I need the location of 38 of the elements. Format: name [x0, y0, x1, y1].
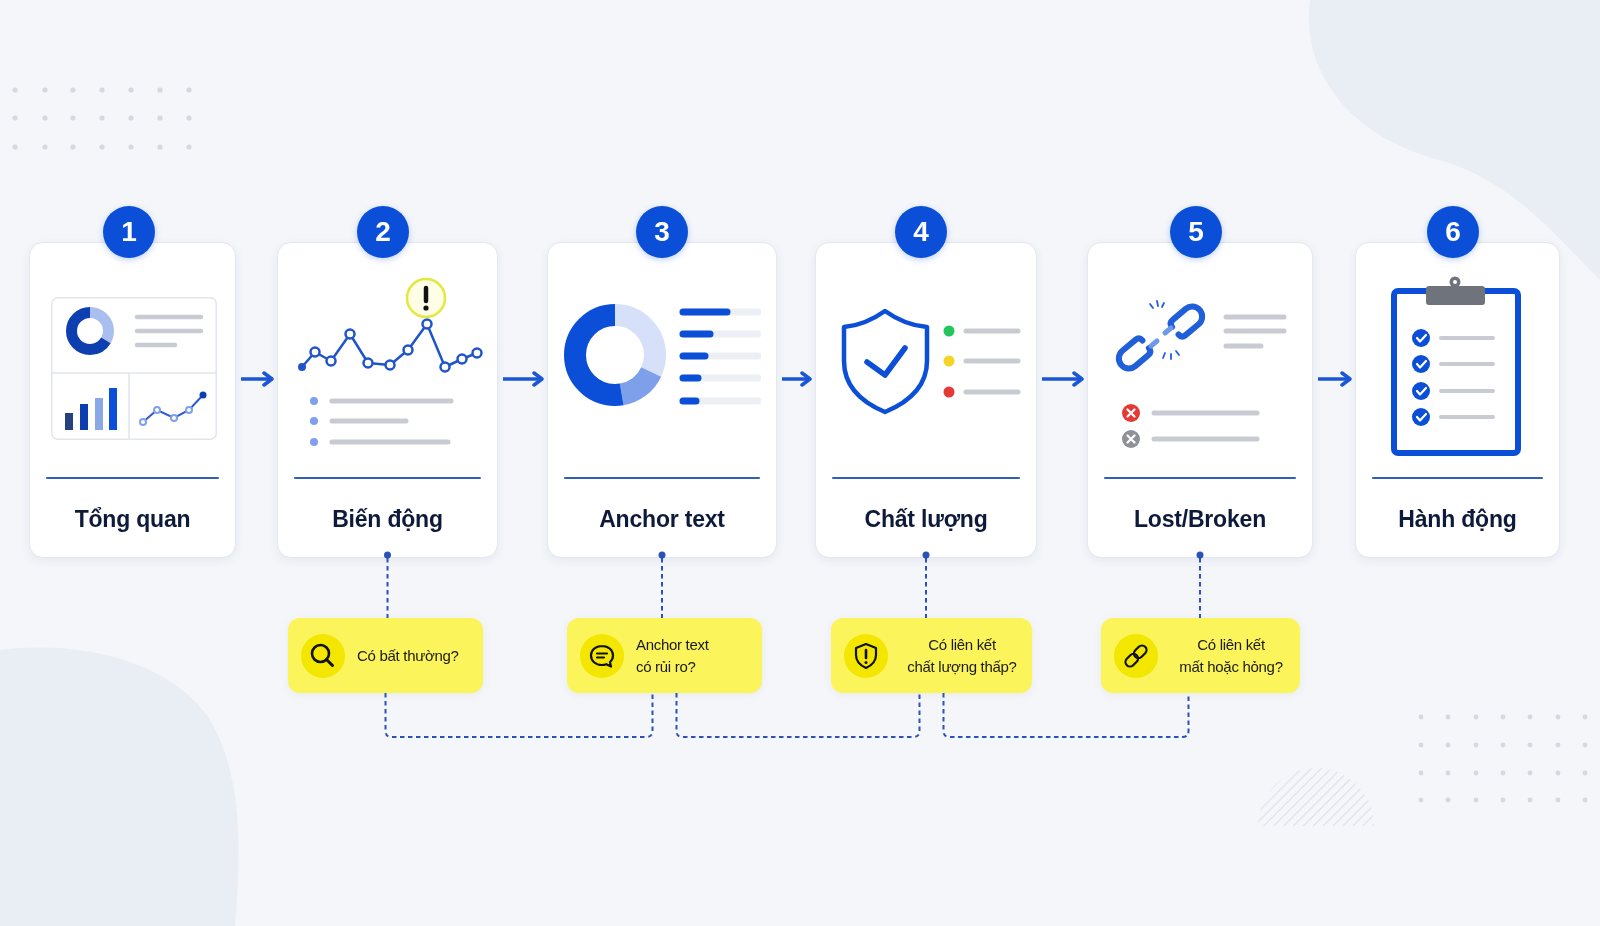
step-number-badge: 2	[357, 206, 409, 258]
question-callout	[831, 618, 1032, 693]
dashed-connector	[1196, 551, 1204, 619]
step-card	[815, 242, 1037, 558]
step-title: Biến động	[332, 505, 443, 533]
step-card	[547, 242, 777, 558]
step-number-badge: 1	[103, 206, 155, 258]
dashed-connector	[942, 692, 1190, 738]
step-title: Lost/Broken	[1134, 505, 1266, 533]
step-number-badge: 3	[636, 206, 688, 258]
step-card	[277, 242, 498, 558]
question-callout	[288, 618, 483, 693]
dashed-connector	[658, 551, 666, 619]
dashed-connector	[922, 551, 930, 619]
arrow	[503, 371, 544, 387]
question-text: Anchor text có rủi ro?	[636, 634, 709, 677]
arrow	[241, 371, 274, 387]
dashed-connector	[384, 692, 654, 738]
step-card	[29, 242, 236, 558]
question-text: Có bất thường?	[357, 645, 459, 666]
question-callout	[567, 618, 762, 693]
step-title: Anchor text	[599, 505, 725, 533]
step-title: Chất lượng	[864, 505, 988, 533]
step-number-badge: 4	[895, 206, 947, 258]
step-card	[1355, 242, 1560, 558]
step-title: Hành động	[1398, 505, 1517, 533]
question-text: Có liên kết chất lượng thấp?	[907, 634, 1017, 677]
arrow	[1318, 371, 1352, 387]
question-callout	[1101, 618, 1300, 693]
arrow	[782, 371, 812, 387]
step-number-badge: 5	[1170, 206, 1222, 258]
step-title: Tổng quan	[74, 505, 191, 533]
dashed-connector	[384, 551, 391, 619]
step-number-badge: 6	[1427, 206, 1479, 258]
question-text: Có liên kết mất hoặc hỏng?	[1179, 634, 1283, 677]
dashed-connector	[675, 692, 921, 738]
step-card	[1087, 242, 1313, 558]
arrow	[1042, 371, 1084, 387]
